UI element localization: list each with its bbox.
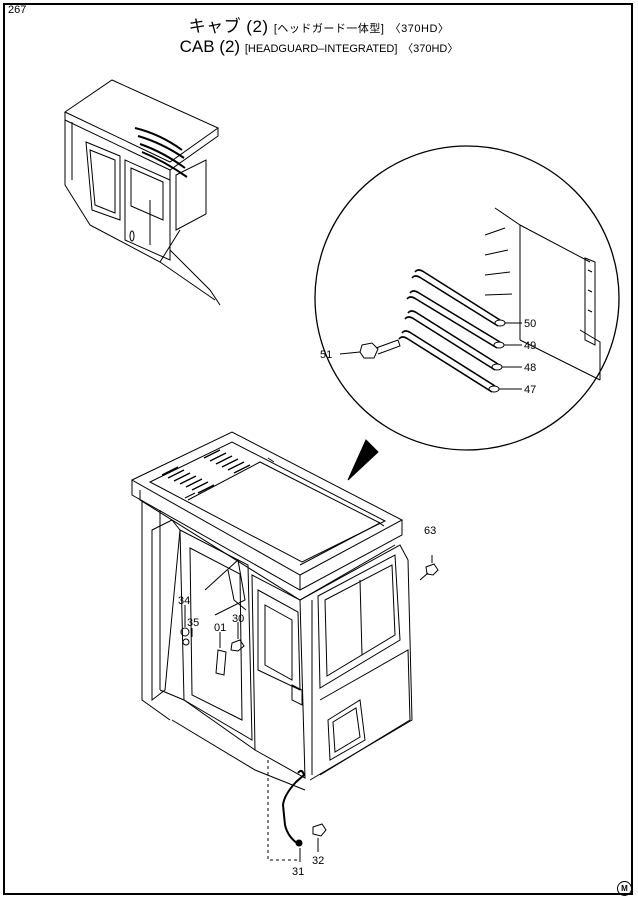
label-part-35: 35: [187, 617, 199, 629]
detail-callout: [314, 145, 620, 481]
label-part-49: 49: [524, 340, 536, 352]
title-english: CAB (2) [HEADGUARD–INTEGRATED] 〈370HD〉: [0, 37, 638, 57]
label-part-32: 32: [312, 855, 324, 867]
label-part-01: 01: [214, 622, 226, 634]
page-frame: [3, 3, 633, 895]
circled-letter-icon: M: [617, 881, 632, 896]
label-part-30: 30: [232, 613, 244, 625]
title-japanese: キャブ (2) [ヘッドガード一体型] 〈370HD〉: [0, 12, 638, 37]
label-part-51: 51: [320, 349, 332, 361]
label-part-50: 50: [524, 318, 536, 330]
title-jp-sub: [ヘッドガード一体型]: [273, 23, 385, 35]
cab-overview-sketch: [63, 79, 221, 306]
title-en-sub: [HEADGUARD–INTEGRATED]: [244, 43, 398, 55]
title-en-model: 〈370HD〉: [402, 43, 459, 55]
title-jp-model: 〈370HD〉: [389, 23, 450, 35]
main-cab-drawing: [130, 431, 439, 862]
label-part-34: 34: [178, 595, 190, 607]
title-jp-main: キャブ (2): [188, 17, 269, 36]
label-part-47: 47: [524, 384, 536, 396]
label-part-31: 31: [292, 866, 304, 878]
title-en-main: CAB (2): [179, 37, 241, 56]
label-part-48: 48: [524, 362, 536, 374]
page-number: 267: [8, 4, 27, 16]
label-part-63: 63: [424, 525, 436, 537]
